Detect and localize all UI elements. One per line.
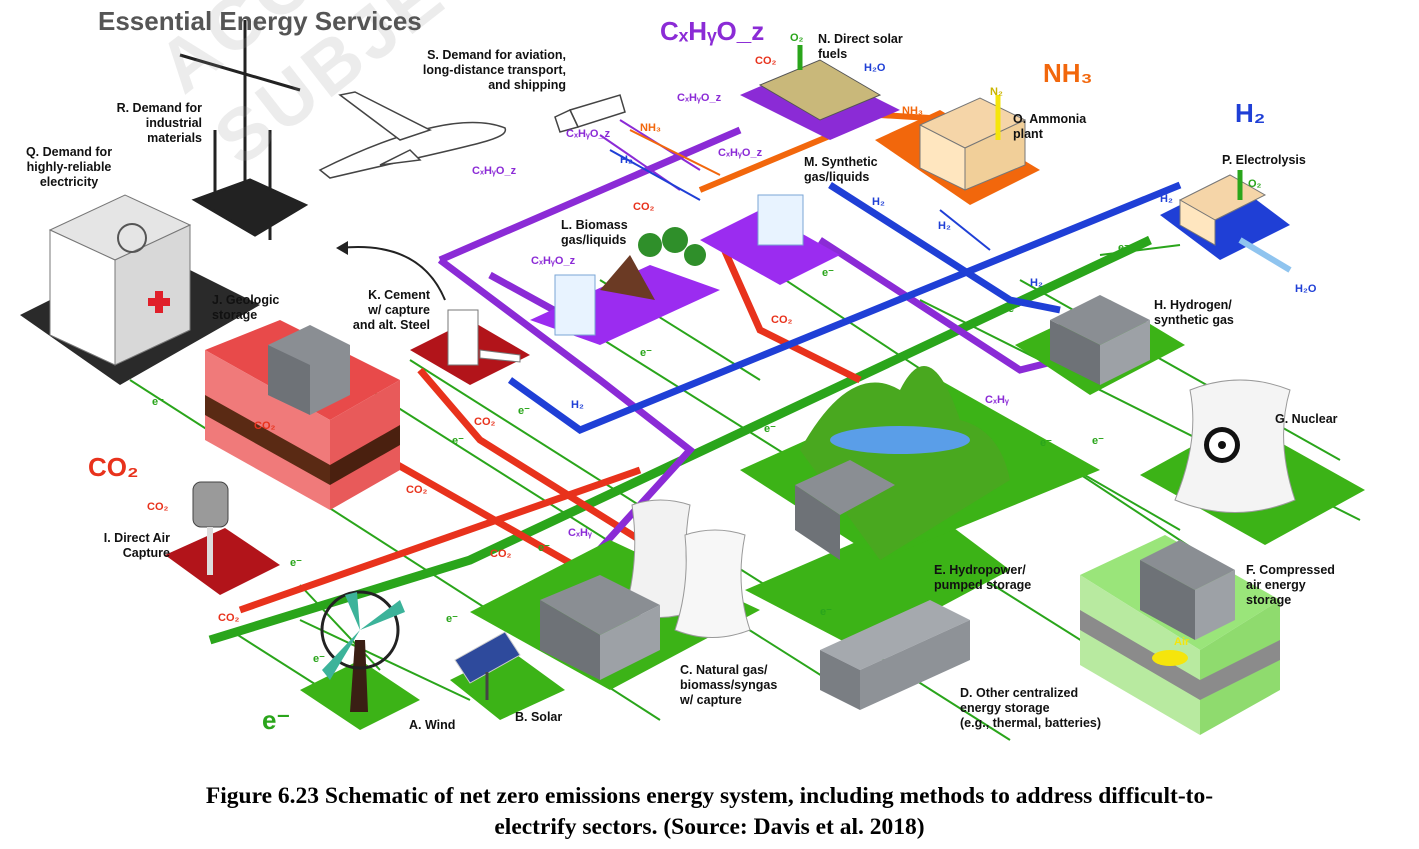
electricity-trunk: [208, 235, 1152, 645]
label-industrial-materials-demand: R. Demand for industrial materials: [116, 101, 202, 145]
flow-label-fuel: CₓHᵧO_z: [472, 165, 517, 177]
solar-panel-art: [454, 631, 521, 700]
flow-label-ammonia: NH₃: [640, 122, 661, 134]
label-synthetic-gas: M. Synthetic gas/liquids: [804, 155, 878, 184]
label-transport-demand: S. Demand for aviation, long-distance tr…: [422, 48, 566, 92]
geologic-storage-art: [205, 320, 400, 510]
flow-label-hydrocarbon: CₓHᵧ: [985, 394, 1009, 406]
wind-turbine-art: [320, 590, 405, 712]
co2-pipes: [238, 238, 862, 614]
flow-label-co2: CO₂: [771, 314, 793, 326]
flow-label-co2: CO₂: [755, 55, 777, 67]
flow-label-electricity: e⁻: [1040, 437, 1052, 449]
cement-to-demand-arrow: [339, 246, 446, 301]
label-compressed-air: F. Compressed air energy storage: [1246, 563, 1335, 607]
flow-label-hydrogen: H₂: [1160, 193, 1173, 205]
flow-label-hydrogen: H₂: [938, 220, 951, 232]
flow-label-electricity: e⁻: [764, 423, 776, 435]
flow-label-oxygen: O₂: [790, 32, 804, 44]
hydrogen-plant-art: [1050, 295, 1150, 385]
label-wind: A. Wind: [409, 718, 456, 732]
caption-line-2: electrify sectors. (Source: Davis et al.…: [494, 814, 925, 840]
biomass-art: [554, 227, 706, 336]
label-natural-gas: C. Natural gas/ biomass/syngas w/ captur…: [680, 663, 778, 707]
flow-label-co2: CO₂: [490, 548, 512, 560]
flow-label-hydrogen: H₂: [872, 196, 885, 208]
hydrogen-pipes: [507, 181, 1182, 434]
flow-label-co2: CO₂: [633, 201, 655, 213]
storage-block-art: [820, 600, 970, 710]
diagram-artwork: [20, 20, 1365, 741]
crane-art: [179, 20, 309, 240]
hydrogen-carrier-label: H₂: [1235, 98, 1266, 128]
cement-plant-art: [447, 309, 521, 366]
flow-label-electricity: e⁻: [152, 396, 164, 408]
co2-carrier-label: CO₂: [88, 452, 139, 482]
flow-label-fuel: CₓHᵧO_z: [531, 255, 576, 267]
flow-label-co2: CO₂: [218, 612, 240, 624]
label-electrolysis: P. Electrolysis: [1222, 153, 1306, 167]
hydro-mountain-art: [795, 366, 1010, 560]
direct-solar-fuel-art: [758, 45, 882, 121]
label-nuclear: G. Nuclear: [1275, 412, 1338, 426]
truck-art: [554, 94, 626, 133]
flow-label-electricity: e⁻: [446, 613, 458, 625]
flow-label-water: H₂O: [1295, 283, 1317, 295]
label-centralized-storage: D. Other centralized energy storage (e.g…: [960, 686, 1102, 730]
flow-label-nitrogen: N₂: [990, 86, 1003, 98]
label-reliable-electricity-demand: Q. Demand for highly-reliable electricit…: [25, 145, 113, 189]
flow-label-electricity: e⁻: [1118, 242, 1130, 254]
electrolyzer-art: [1178, 170, 1292, 273]
caption-line-1: Figure 6.23 Schematic of net zero emissi…: [205, 783, 1214, 809]
flow-label-electricity: e⁻: [452, 435, 464, 447]
fuel-carrier-label: CₓHᵧO_z: [660, 16, 765, 46]
flow-label-co2: CO₂: [254, 420, 276, 432]
ammonia-plant-art: [918, 95, 1027, 191]
flow-label-hydrogen: H₂: [620, 154, 633, 166]
flow-label-electricity: e⁻: [313, 653, 325, 665]
flow-label-water: H₂O: [864, 62, 886, 74]
airplane-art: [318, 91, 507, 179]
gas-plant-art: [540, 499, 751, 680]
energy-system-diagram: ACCEPTED SUBJECT TO Essential Energy Ser…: [20, 0, 1365, 741]
hospital-building-art: [48, 194, 192, 366]
flow-label-fuel: CₓHᵧO_z: [566, 128, 611, 140]
label-solar: B. Solar: [515, 710, 563, 724]
flow-label-electricity: e⁻: [1092, 435, 1104, 447]
figure-caption: Figure 6.23 Schematic of net zero emissi…: [0, 781, 1419, 843]
nuclear-tower-art: [1174, 379, 1296, 513]
flow-label-hydrogen: H₂: [1030, 277, 1043, 289]
label-cement: K. Cement w/ capture and alt. Steel: [352, 288, 430, 332]
flow-label-hydrocarbon: CₓHᵧ: [568, 527, 592, 539]
label-hydropower: E. Hydropower/ pumped storage: [934, 563, 1032, 592]
flow-label-electricity: e⁻: [290, 557, 302, 569]
direct-air-capture-art: [192, 481, 229, 575]
flow-label-co2: CO₂: [147, 501, 169, 513]
flow-label-air: Air: [1174, 636, 1190, 648]
flow-label-electricity: e⁻: [640, 347, 652, 359]
flow-label-fuel: CₓHᵧO_z: [677, 92, 722, 104]
flow-label-hydrogen: H₂: [571, 399, 584, 411]
electricity-carrier-label: e⁻: [262, 705, 291, 735]
flow-label-electricity: e⁻: [1008, 303, 1020, 315]
flow-label-co2: CO₂: [406, 484, 428, 496]
flow-label-electricity: e⁻: [820, 606, 832, 618]
flow-label-oxygen: O₂: [1248, 178, 1262, 190]
flow-label-fuel: CₓHᵧO_z: [718, 147, 763, 159]
label-ammonia-plant: O. Ammonia plant: [1013, 112, 1087, 141]
flow-label-electricity: e⁻: [518, 405, 530, 417]
flow-label-electricity: e⁻: [822, 267, 834, 279]
label-geologic-storage: J. Geologic storage: [212, 293, 280, 322]
label-direct-air-capture: I. Direct Air Capture: [103, 531, 170, 560]
flow-label-ammonia: NH₃: [902, 105, 923, 117]
label-hydrogen-synthetic-gas: H. Hydrogen/ synthetic gas: [1154, 298, 1234, 327]
diagram-title: Essential Energy Services: [98, 6, 422, 36]
compressed-air-art: [1080, 540, 1280, 700]
synthetic-fuel-art: [757, 194, 804, 246]
flow-label-co2: CO₂: [474, 416, 496, 428]
label-direct-solar-fuels: N. Direct solar fuels: [818, 32, 903, 61]
flow-label-electricity: e⁻: [538, 542, 550, 554]
label-biomass: L. Biomass gas/liquids: [561, 218, 628, 247]
ammonia-carrier-label: NH₃: [1043, 58, 1093, 88]
